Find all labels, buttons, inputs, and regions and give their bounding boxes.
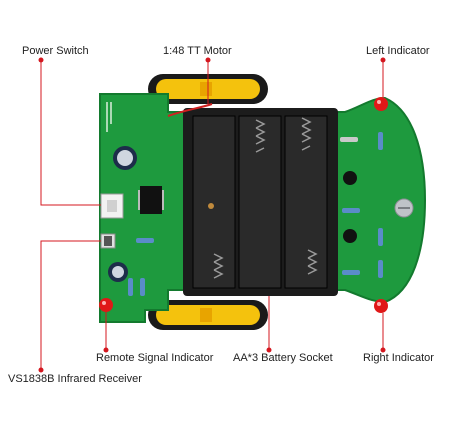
battery-holder — [183, 108, 338, 296]
screw — [394, 198, 414, 218]
remote-indicator-label: Remote Signal Indicator — [96, 352, 214, 364]
capacitor-top — [113, 146, 137, 170]
left-indicator-led — [374, 97, 388, 111]
right-indicator-led — [374, 299, 388, 313]
battery-springs — [213, 117, 318, 279]
motor-label: 1:48 TT Motor — [163, 45, 232, 57]
resistors-right — [342, 132, 383, 278]
capacitor-bottom — [108, 262, 128, 282]
transistors — [343, 171, 357, 243]
bottom-wheel — [148, 300, 268, 330]
pcb-silkscreen — [106, 102, 112, 132]
motor-wires — [167, 103, 213, 117]
resistors-left — [128, 238, 154, 296]
ir-receiver-label: VS1838B Infrared Receiver — [8, 373, 142, 385]
pointer-lines — [40, 60, 384, 370]
ir-receiver — [100, 233, 116, 249]
right-indicator-label: Right Indicator — [363, 352, 434, 364]
pointer-dots — [38, 57, 386, 373]
power-switch-label: Power Switch — [22, 45, 89, 57]
battery-socket-label: AA*3 Battery Socket — [233, 352, 333, 364]
ic-chip — [140, 186, 162, 214]
diode — [340, 137, 358, 142]
remote-signal-led — [99, 298, 113, 312]
left-indicator-label: Left Indicator — [366, 45, 430, 57]
